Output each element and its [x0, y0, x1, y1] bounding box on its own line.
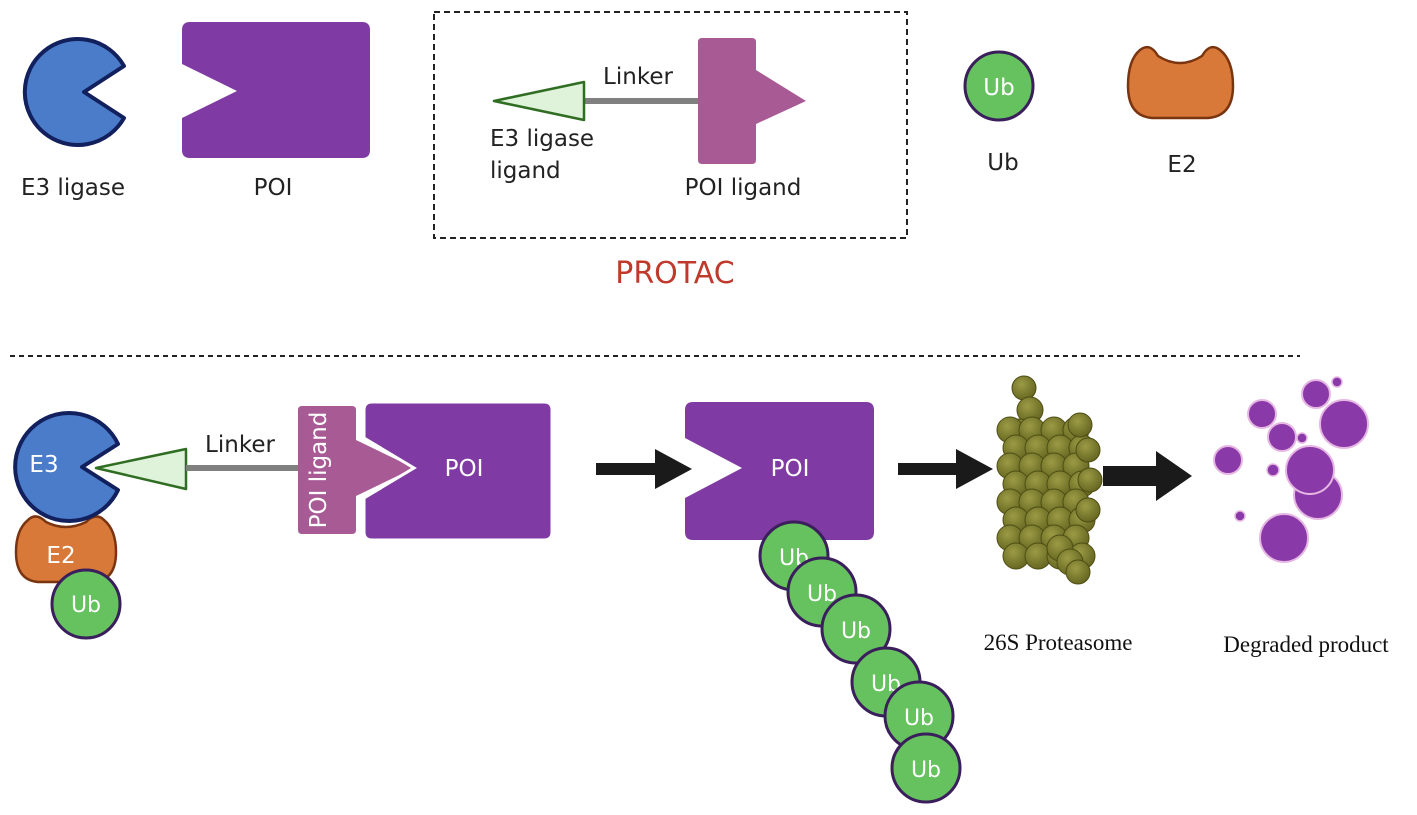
proteasome-subunit	[1077, 467, 1103, 493]
legend-e3-ligand-label-line2: ligand	[490, 158, 561, 184]
ub-chain-item-5: Ub	[883, 680, 955, 752]
complex-poi-ligand-shape	[298, 406, 414, 534]
complex-e2-label: E2	[46, 543, 75, 569]
legend-e3-ligase-shape	[22, 37, 126, 147]
legend-poi-label: POI	[254, 175, 293, 201]
legend-ub-inner-text: Ub	[983, 75, 1014, 101]
complex-e3-label: E3	[29, 452, 58, 478]
complex-poi-ligand-label: POI ligand	[306, 412, 332, 529]
legend-e3-ligand-shape	[492, 80, 586, 122]
legend-e2-shape	[1126, 45, 1235, 120]
svg-text:Ub: Ub	[911, 758, 941, 783]
proteasome-subunit	[1075, 497, 1101, 523]
legend-ub-shape: Ub	[963, 50, 1035, 122]
legend-poi-ligand-shape	[698, 38, 806, 164]
legend-ub-label: Ub	[987, 150, 1018, 176]
legend-e3-ligase-label: E3 ligase	[21, 175, 125, 201]
proteasome-subunit	[1065, 559, 1091, 585]
legend-poi-ligand-label: POI ligand	[685, 175, 802, 201]
degraded-product-shape	[1213, 376, 1369, 563]
arrow-1	[596, 449, 692, 489]
degraded-product-label: Degraded product	[1223, 632, 1389, 657]
arrow-3	[1103, 451, 1192, 501]
tagged-poi-label: POI	[771, 456, 810, 482]
proteasome-label: 26S Proteasome	[984, 630, 1133, 655]
arrow-2	[898, 449, 993, 489]
proteasome-subunit	[1075, 437, 1101, 463]
proteasome-subunit	[1067, 412, 1093, 438]
protac-box	[433, 11, 908, 239]
ub-chain-item-1: Ub	[758, 520, 830, 592]
complex-poi-shape	[362, 400, 554, 542]
complex-linker-label: Linker	[205, 432, 275, 458]
legend-linker-label: Linker	[603, 64, 673, 90]
protac-label: PROTAC	[615, 256, 735, 291]
svg-text:Ub: Ub	[841, 619, 871, 644]
complex-ub-label: Ub	[71, 593, 101, 618]
legend-poi-shape	[182, 22, 370, 158]
complex-poi-label: POI	[445, 456, 484, 482]
legend-e3-ligand-label-line1: E3 ligase	[490, 126, 594, 152]
tagged-poi-shape	[685, 402, 874, 540]
ub-chain-item-3: Ub	[820, 593, 892, 665]
proteasome-shape	[996, 375, 1103, 585]
complex-ub: Ub	[50, 568, 122, 640]
legend-e2-label: E2	[1167, 152, 1196, 178]
complex-e3-shape	[13, 411, 120, 523]
proteasome-subunit	[1011, 375, 1037, 401]
ub-chain: Ub Ub Ub Ub Ub Ub	[758, 520, 962, 804]
complex-e2-shape	[14, 515, 118, 584]
svg-text:Ub: Ub	[904, 706, 934, 731]
ub-chain-item-6: Ub	[890, 732, 962, 804]
